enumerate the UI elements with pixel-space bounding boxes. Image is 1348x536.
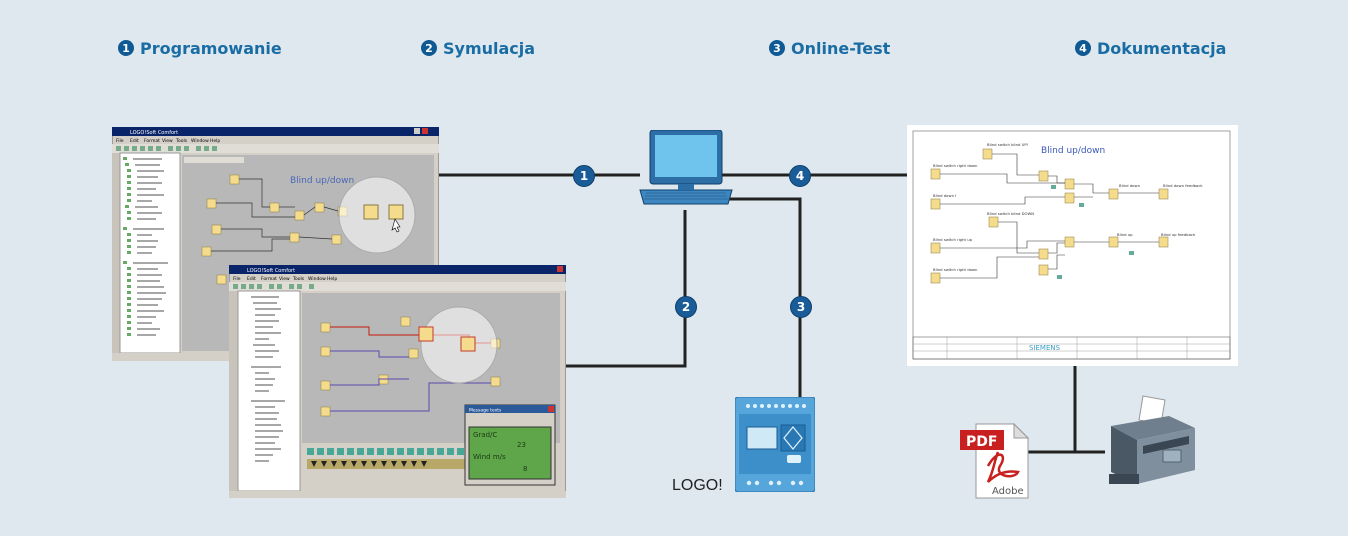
lcd-line-3: Wind m/s [473, 453, 506, 461]
computer-icon [639, 129, 733, 205]
lcd-line-1: Grad/C [473, 431, 497, 439]
logo-device [734, 396, 816, 493]
logo-controller-icon [734, 396, 816, 493]
badge-2: 2 [675, 296, 697, 318]
window-title: LOGO!Soft Comfort [130, 130, 178, 136]
lcd-line-4: 8 [523, 465, 527, 473]
step-title-online-test: 3 Online-Test [769, 37, 890, 59]
doc-label-2: Blind switch right down [933, 163, 978, 168]
badge-3: 3 [790, 296, 812, 318]
documentation-sheet: Blind up/down Blind switch blind UP! Bli… [907, 125, 1238, 366]
doc-label-3: Blind down I [933, 193, 956, 198]
line-simulation-pc [566, 210, 687, 368]
doc-label-5: Blind down feedback [1163, 183, 1203, 188]
menu-edit: Edit [247, 276, 256, 282]
dialog-title: Message texts [469, 408, 502, 414]
document-brand: SIEMENS [1029, 344, 1061, 352]
menu-format: Format [261, 276, 277, 282]
step-title-simulation: 2 Symulacja [421, 37, 535, 59]
pdf-icon: PDF Adobe [958, 418, 1034, 500]
doc-label-8: Blind up [1117, 232, 1133, 237]
document-title: Blind up/down [1041, 146, 1105, 156]
menu-help: Help [210, 138, 220, 144]
pdf-text: PDF [966, 434, 997, 450]
menu-view: View [279, 276, 290, 282]
printer [1103, 394, 1199, 486]
step-number-3: 3 [769, 40, 785, 56]
menu-tools: Tools [175, 138, 188, 144]
doc-label-7: Blind switch right up [933, 237, 973, 242]
badge-4: 4 [789, 165, 811, 187]
doc-label-4: Blind down [1119, 183, 1141, 188]
menu-file: File [233, 276, 241, 282]
step-label-simulation: Symulacja [443, 38, 536, 58]
pc-computer [636, 129, 736, 215]
step-number-1: 1 [118, 40, 134, 56]
adobe-pdf-icon: PDF Adobe [960, 422, 1030, 499]
menu-window: Window [191, 138, 209, 144]
step-label-online-test: Online-Test [791, 38, 891, 58]
menu-edit: Edit [130, 138, 139, 144]
menu-file: File [116, 138, 124, 144]
lcd-line-2: 23 [517, 441, 526, 449]
diagram-title: Blind up/down [290, 176, 354, 186]
menu-tools: Tools [292, 276, 305, 282]
software-screenshot-simulation: LOGO!Soft Comfort File Edit Format View … [228, 264, 567, 499]
step-title-documentation: 4 Dokumentacja [1075, 37, 1226, 59]
doc-label-1: Blind switch blind UP! [987, 142, 1028, 147]
window-title: LOGO!Soft Comfort [247, 268, 295, 274]
adobe-text: Adobe [992, 486, 1024, 497]
step-number-4: 4 [1075, 40, 1091, 56]
printed-circuit-document: Blind up/down Blind switch blind UP! Bli… [907, 125, 1238, 366]
step-label-programming: Programowanie [140, 38, 282, 58]
menu-window: Window [308, 276, 326, 282]
logo-device-label: LOGO! [672, 477, 723, 494]
doc-label-6: Blind switch blind DOWN [987, 211, 1034, 216]
step-number-2: 2 [421, 40, 437, 56]
menu-view: View [162, 138, 173, 144]
line-online-test [722, 197, 802, 400]
printer-icon [1109, 395, 1195, 484]
menu-help: Help [327, 276, 337, 282]
badge-1: 1 [573, 165, 595, 187]
doc-label-9: Blind up feedback [1161, 232, 1196, 237]
step-label-documentation: Dokumentacja [1097, 38, 1227, 58]
step-title-programming: 1 Programowanie [118, 37, 282, 59]
simulation-window: LOGO!Soft Comfort File Edit Format View … [228, 264, 567, 499]
menu-format: Format [144, 138, 160, 144]
doc-label-10: Blind switch right down [933, 267, 978, 272]
